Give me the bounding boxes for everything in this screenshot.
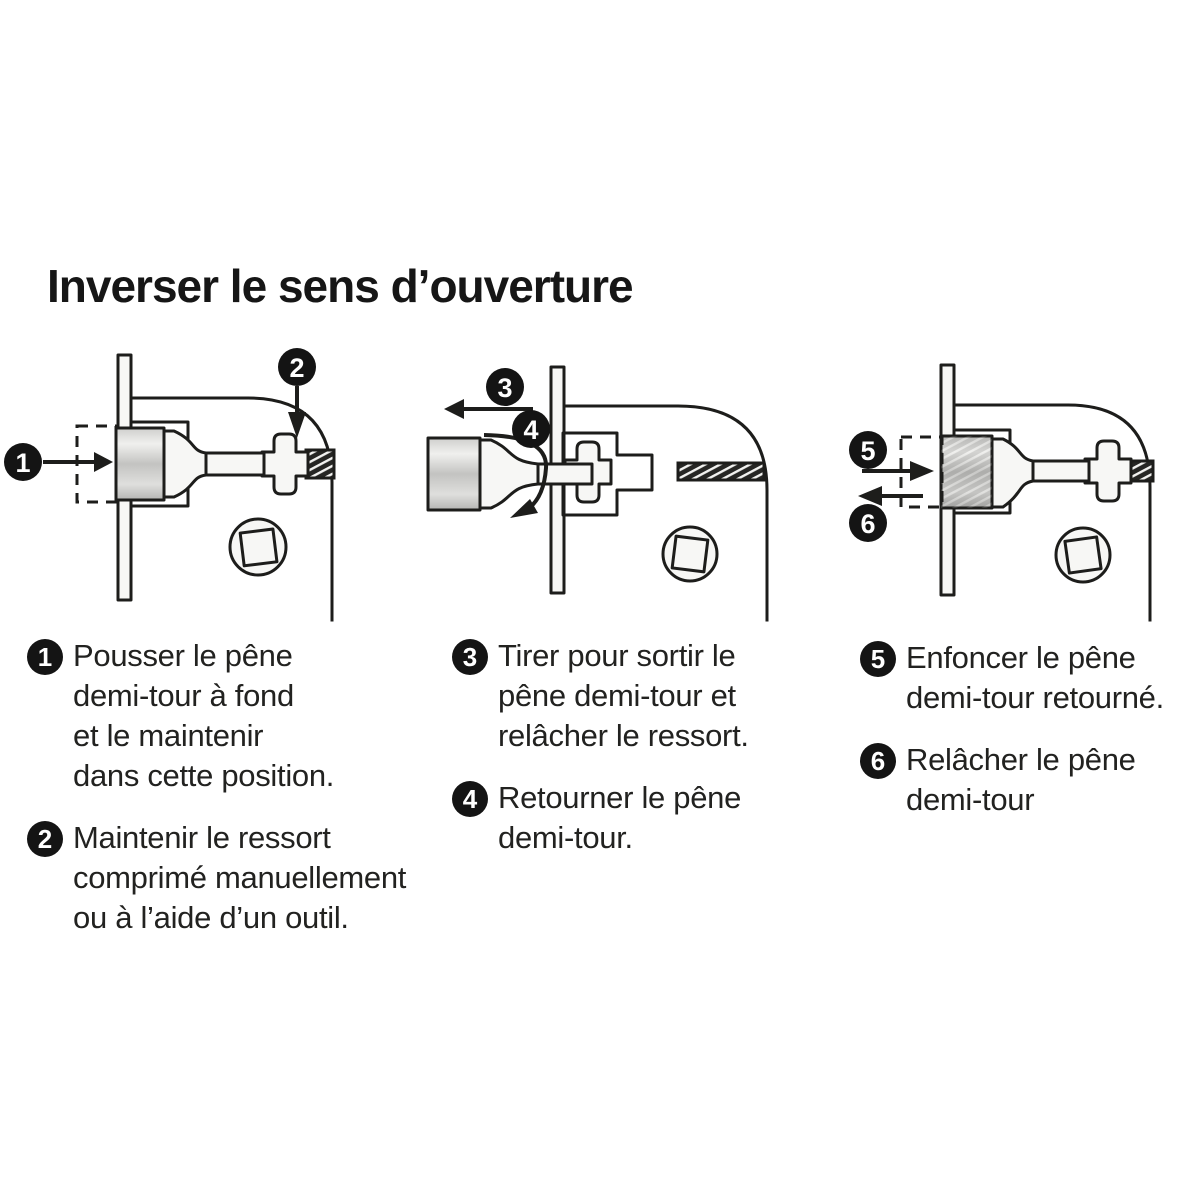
- badge-5: [849, 431, 887, 469]
- step-line: Relâcher le pêne: [906, 742, 1136, 777]
- spindle-hole: [1054, 526, 1112, 584]
- spindle-hole: [661, 525, 719, 583]
- latch-bevel: [161, 429, 208, 499]
- callout-3: 3: [444, 368, 533, 419]
- badge-2-number: 2: [289, 353, 304, 383]
- step-3-badge: 3: [452, 639, 488, 675]
- instruction-step-2: 2 Maintenir le ressort comprimé manuelle…: [27, 818, 406, 938]
- callout-6: 6: [849, 486, 923, 542]
- step-line: Enfoncer le pêne: [906, 640, 1136, 675]
- step-6-badge: 6: [860, 743, 896, 779]
- latch-bevel: [990, 437, 1035, 509]
- callout-5: 5: [849, 431, 934, 481]
- spring: [676, 461, 766, 482]
- step-line: demi-tour retourné.: [906, 680, 1164, 715]
- spindle-hole: [228, 517, 288, 577]
- instruction-step-5: 5 Enfoncer le pêne demi-tour retourné.: [860, 638, 1164, 718]
- callout-2: 2: [278, 348, 316, 438]
- step-1-text: Pousser le pêne demi-tour à fond et le m…: [73, 636, 334, 796]
- step-4-text: Retourner le pêne demi-tour.: [498, 778, 741, 858]
- step-2-badge: 2: [27, 821, 63, 857]
- released-position-dashed-outline: [899, 435, 944, 509]
- step-line: Tirer pour sortir le: [498, 638, 736, 673]
- step-3-text: Tirer pour sortir le pêne demi-tour et r…: [498, 636, 749, 756]
- latch-bevel: [478, 438, 540, 510]
- rotation-arrow: [483, 433, 549, 518]
- latch-bolt: [114, 426, 336, 502]
- instruction-step-3: 3 Tirer pour sortir le pêne demi-tour et…: [452, 636, 749, 756]
- step-line: pêne demi-tour et: [498, 678, 736, 713]
- step-line: ou à l’aide d’un outil.: [73, 900, 349, 935]
- step-4-badge: 4: [452, 781, 488, 817]
- step-5-badge: 5: [860, 641, 896, 677]
- step-line: Retourner le pêne: [498, 780, 742, 815]
- instruction-step-1: 1 Pousser le pêne demi-tour à fond et le…: [27, 636, 334, 796]
- diagram-push-latch: 1 2: [4, 348, 336, 622]
- latch-cross-tail: [260, 432, 310, 496]
- step-line: et le maintenir: [73, 718, 264, 753]
- step-line: dans cette position.: [73, 758, 335, 793]
- pull-arrowhead: [444, 399, 464, 419]
- badge-1-number: 1: [15, 448, 30, 478]
- release-arrowhead: [858, 486, 882, 506]
- latch-stem: [1029, 459, 1091, 483]
- spring-pointer-arrowhead: [288, 412, 306, 438]
- latch-bolt: [426, 436, 613, 512]
- badge-5-number: 5: [860, 436, 875, 466]
- step-line: Maintenir le ressort: [73, 820, 331, 855]
- callout-4: 4: [512, 410, 550, 448]
- latch-head: [114, 426, 166, 502]
- step-2-text: Maintenir le ressort comprimé manuelleme…: [73, 818, 406, 938]
- step-6-text: Relâcher le pêne demi-tour: [906, 740, 1136, 820]
- latch-cross-tail: [1083, 439, 1133, 503]
- step-line: relâcher le ressort.: [498, 718, 749, 753]
- badge-4: [512, 410, 550, 448]
- push-arrowhead: [94, 452, 113, 472]
- page-title: Inverser le sens d’ouverture: [47, 260, 634, 312]
- latch-head: [426, 436, 482, 512]
- step-line: Pousser le pêne: [73, 638, 293, 673]
- badge-6-number: 6: [860, 509, 875, 539]
- diagram-reinsert-latch: 5 6: [849, 363, 1155, 622]
- latch-housing: [561, 431, 654, 517]
- spring: [1127, 459, 1155, 483]
- latch-stem: [202, 451, 266, 477]
- badge-2: [278, 348, 316, 386]
- step-line: demi-tour à fond: [73, 678, 294, 713]
- step-line: comprimé manuellement: [73, 860, 407, 895]
- badge-3: [486, 368, 524, 406]
- callout-1: 1: [4, 443, 113, 481]
- lock-case-outline: [561, 404, 769, 622]
- badge-1: [4, 443, 42, 481]
- instruction-step-4: 4 Retourner le pêne demi-tour.: [452, 778, 741, 858]
- latch-head-texture: [941, 436, 992, 508]
- badge-6: [849, 504, 887, 542]
- step-line: demi-tour: [906, 782, 1035, 817]
- badge-4-number: 4: [523, 415, 538, 445]
- step-line: demi-tour.: [498, 820, 633, 855]
- rotation-arrowhead: [510, 499, 538, 518]
- badge-3-number: 3: [497, 373, 512, 403]
- step-5-text: Enfoncer le pêne demi-tour retourné.: [906, 638, 1164, 718]
- instruction-step-6: 6 Relâcher le pêne demi-tour: [860, 740, 1136, 820]
- spring: [304, 448, 336, 480]
- push-in-arrowhead: [910, 461, 934, 481]
- step-1-badge: 1: [27, 639, 63, 675]
- diagram-rotate-latch: 3 4: [426, 365, 769, 622]
- latch-bolt: [939, 434, 1133, 510]
